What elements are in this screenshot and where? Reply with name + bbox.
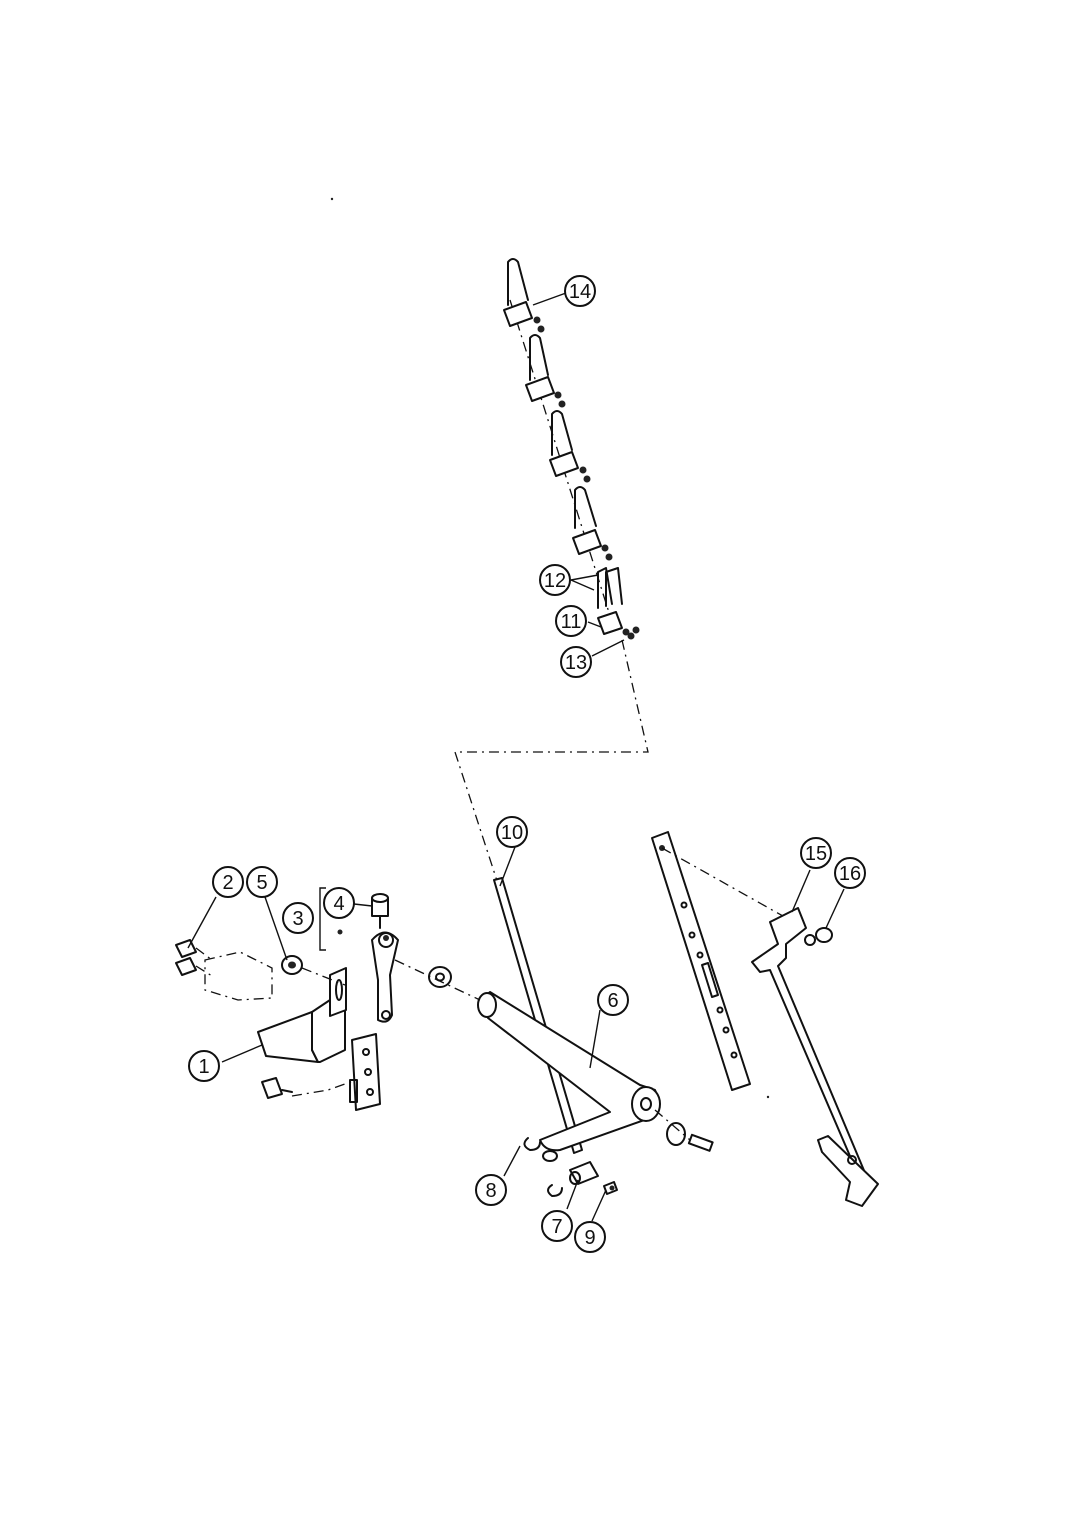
clamp-block (503, 301, 545, 333)
callout-9: 9 (574, 1221, 606, 1253)
callout-5: 5 (246, 866, 278, 898)
nut-5 (281, 955, 346, 986)
callout-label: 14 (569, 281, 591, 303)
callout-label: 15 (805, 843, 827, 865)
long-arm (751, 907, 879, 1207)
bracket-screw (261, 1077, 357, 1099)
perforated-plate (651, 831, 791, 1091)
callout-15: 15 (800, 837, 832, 869)
callout-label: 8 (485, 1180, 496, 1202)
callout-label: 9 (584, 1227, 595, 1249)
lever-arm (371, 931, 399, 1023)
callout-label: 5 (256, 872, 267, 894)
callout-label: 2 (222, 872, 233, 894)
wire-guide-assembly (503, 258, 640, 640)
callout-label: 13 (565, 652, 587, 674)
callout-7: 7 (541, 1210, 573, 1242)
callout-2: 2 (212, 866, 244, 898)
callout-label: 7 (551, 1216, 562, 1238)
callout-10: 10 (496, 816, 528, 848)
callout-label: 12 (544, 570, 566, 592)
callout-label: 11 (561, 611, 582, 633)
callout-label: 1 (198, 1056, 209, 1078)
shaft-collar (654, 1109, 714, 1152)
connection-line (454, 639, 649, 891)
callout-1: 1 (188, 1050, 220, 1082)
crank-shaft (477, 991, 661, 1162)
callout-14: 14 (564, 275, 596, 307)
collar-7 (569, 1161, 599, 1185)
mounting-bracket (257, 967, 381, 1111)
callout-11: 11 (555, 605, 587, 637)
callout-label: 10 (501, 822, 523, 844)
screw-2 (175, 939, 213, 977)
set-screw-4 (371, 893, 389, 929)
callout-16: 16 (834, 857, 866, 889)
callout-label: 16 (839, 863, 861, 885)
clamp-block (572, 529, 613, 561)
callout-label: 4 (333, 893, 344, 915)
screw-16 (804, 927, 833, 946)
set-screw-9 (603, 1181, 618, 1195)
callout-13: 13 (560, 646, 592, 678)
clamp-block (525, 376, 566, 408)
ghost-bracket (204, 951, 273, 1001)
washer (428, 966, 452, 988)
callout-3: 3 (282, 902, 314, 934)
callout-6: 6 (597, 984, 629, 1016)
retaining-ring-8 (523, 1137, 563, 1197)
clamp-block (549, 451, 591, 483)
callout-label: 6 (607, 990, 618, 1012)
group-bracket (319, 887, 326, 951)
callout-8: 8 (475, 1174, 507, 1206)
leader-lines (187, 292, 845, 1222)
callout-label: 3 (292, 908, 303, 930)
callout-12: 12 (539, 564, 571, 596)
callout-4: 4 (323, 887, 355, 919)
